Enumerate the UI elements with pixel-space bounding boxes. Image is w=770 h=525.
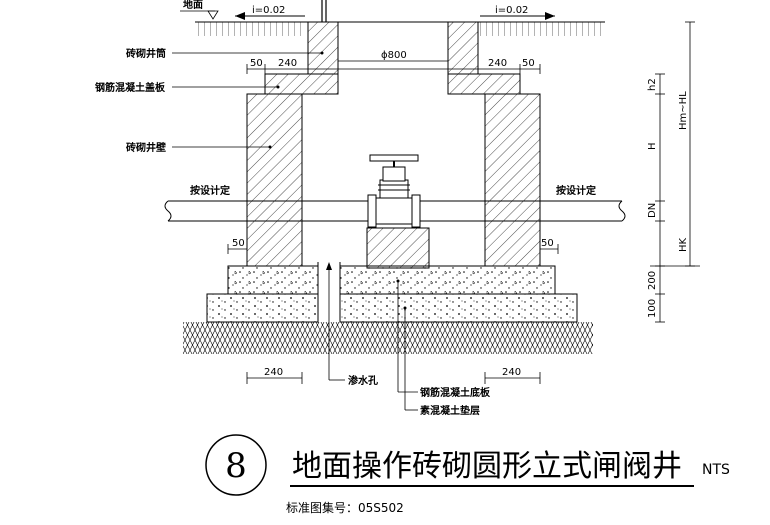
ground-paving-right xyxy=(475,22,603,36)
slope-arrow-icon xyxy=(235,12,305,20)
earth-fill xyxy=(183,322,593,354)
pipe-break-left xyxy=(164,200,172,222)
handwheel-icon xyxy=(369,154,419,162)
dim-diameter: ϕ800 xyxy=(381,50,407,61)
brick-neck-label: 砖砌井筒 xyxy=(126,47,166,60)
pipe-break-right xyxy=(618,200,626,222)
dim-hk: HK xyxy=(678,237,689,252)
slope-right-label: i=0.02 xyxy=(495,5,528,16)
mid-left-dimension xyxy=(227,244,248,254)
seep-hole-label: 渗水孔 xyxy=(348,374,378,387)
mid-right-dimension xyxy=(539,244,559,254)
seep-hole-arrow-icon xyxy=(326,262,332,270)
brick-wall-dot xyxy=(268,145,272,149)
dim-mid-left-50: 50 xyxy=(232,238,245,249)
plain-concrete-label: 素混凝土垫层 xyxy=(420,404,480,417)
per-design-left-label: 按设计定 xyxy=(190,184,230,197)
brick-wall-right xyxy=(484,93,541,267)
brick-neck-right xyxy=(447,21,479,75)
dim-top-left-240: 240 xyxy=(278,58,297,69)
rc-base-left xyxy=(227,265,319,295)
dim-200: 200 xyxy=(647,271,658,290)
gate-valve xyxy=(367,160,421,228)
slope-left-label: i=0.02 xyxy=(252,5,285,16)
title-number: 8 xyxy=(225,446,247,486)
dim-bottom-left-240: 240 xyxy=(264,367,283,378)
title-nts: NTS xyxy=(702,462,730,478)
dim-h2: h2 xyxy=(647,78,658,91)
valve-support xyxy=(366,227,430,269)
dim-hm-hl: Hm~HL xyxy=(678,91,689,130)
title-number-circle xyxy=(205,434,267,496)
ground-label: 地面 xyxy=(183,0,203,11)
dim-top-right-50: 50 xyxy=(522,58,535,69)
rc-cover-label: 钢筋混凝土盖板 xyxy=(95,81,166,94)
per-design-right-label: 按设计定 xyxy=(556,184,596,197)
bottom-right-dimension xyxy=(484,372,541,384)
plain-concrete-left xyxy=(206,293,319,323)
ground-triangle-icon xyxy=(207,10,219,20)
brick-wall-label: 砖砌井壁 xyxy=(126,141,166,154)
dim-mid-right-50: 50 xyxy=(541,238,554,249)
dim-top-left-50: 50 xyxy=(250,58,263,69)
top-dimension-line xyxy=(246,64,541,74)
page-title: 地面操作砖砌圆形立式闸阀井 xyxy=(292,449,682,484)
dim-bottom-right-240: 240 xyxy=(502,367,521,378)
ground-paving-left xyxy=(195,22,305,36)
rc-base-right xyxy=(339,265,556,295)
rc-cover-right xyxy=(447,73,521,95)
brick-neck-left xyxy=(307,21,339,75)
dim-top-right-240: 240 xyxy=(488,58,507,69)
rc-cover-dot xyxy=(276,85,280,89)
dim-100: 100 xyxy=(647,299,658,318)
rc-base-label: 钢筋混凝土底板 xyxy=(420,386,491,399)
dim-dn: DN xyxy=(647,203,658,218)
atlas-reference: 标准图集号：05S502 xyxy=(286,500,404,515)
brick-neck-dot xyxy=(320,51,324,55)
dim-h: H xyxy=(647,142,658,150)
plain-concrete-right xyxy=(339,293,578,323)
brick-wall-left xyxy=(246,93,303,267)
rc-cover-left xyxy=(264,73,339,95)
bottom-left-dimension xyxy=(246,372,303,384)
right-dimension-chain xyxy=(650,21,700,323)
slope-arrow-icon xyxy=(480,12,555,20)
